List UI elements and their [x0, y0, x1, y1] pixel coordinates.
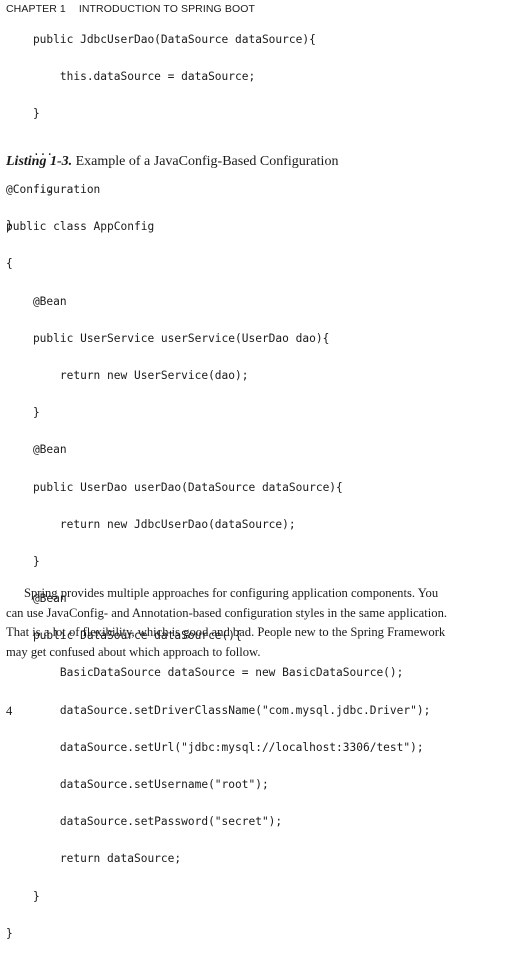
- code-line: @Bean: [6, 443, 67, 457]
- code-line: dataSource.setUsername("root");: [6, 778, 269, 791]
- code-line: public JdbcUserDao(DataSource dataSource…: [6, 33, 316, 46]
- code-line: BasicDataSource dataSource = new BasicDa…: [6, 666, 404, 680]
- code-line: this.dataSource = dataSource;: [6, 70, 256, 84]
- code-line: return dataSource;: [6, 852, 182, 866]
- code-line: ...: [6, 144, 54, 158]
- code-line: return new UserService(dao);: [6, 368, 249, 382]
- code-line: @Configuration: [6, 183, 101, 196]
- code-line: }: [6, 107, 40, 121]
- code-block-continuation: public JdbcUserDao(DataSource dataSource…: [6, 31, 316, 254]
- code-line: public DataSource dataSource(){: [6, 629, 242, 643]
- chapter-title: INTRODUCTION TO SPRING BOOT: [78, 3, 255, 15]
- paragraph-line: Spring provides multiple approaches for …: [24, 586, 439, 600]
- page-number: 4: [6, 704, 13, 718]
- code-line: public UserService userService(UserDao d…: [6, 331, 330, 345]
- code-block-listing: @Configuration public class AppConfig { …: [6, 181, 430, 962]
- paragraph-line: can use JavaConfig- and Annotation-based…: [6, 605, 448, 620]
- listing-caption: Listing 1-3. Example of a JavaConfig-Bas…: [6, 154, 338, 170]
- listing-number: Listing 1-3.: [6, 154, 73, 169]
- code-line: }: [6, 889, 40, 903]
- code-line: }: [6, 926, 13, 940]
- code-line: dataSource.setPassword("secret");: [6, 815, 283, 829]
- code-line: return new JdbcUserDao(dataSource);: [6, 517, 296, 531]
- listing-title: Example of a JavaConfig-Based Configurat…: [75, 154, 339, 169]
- code-line: }: [6, 218, 13, 232]
- paragraph-line: may get confused about which approach to…: [6, 644, 261, 659]
- body-paragraph: Spring provides multiple approaches for …: [6, 584, 498, 662]
- code-line: public class AppConfig: [6, 220, 155, 234]
- code-line: }: [6, 554, 40, 568]
- paragraph-line: That is a lot of flexibility, which is g…: [6, 625, 446, 640]
- code-line: public UserDao userDao(DataSource dataSo…: [6, 480, 343, 494]
- code-line: dataSource.setUrl("jdbc:mysql://localhos…: [6, 740, 424, 754]
- code-line: @Bean: [6, 592, 67, 606]
- running-header: CHAPTER 1 INTRODUCTION TO SPRING BOOT: [6, 3, 255, 15]
- code-line: @Bean: [6, 294, 67, 308]
- code-line: }: [6, 406, 40, 420]
- code-line: {: [6, 257, 13, 271]
- code-line: ...: [6, 181, 54, 195]
- code-line: dataSource.setDriverClassName("com.mysql…: [6, 703, 431, 717]
- chapter-label: CHAPTER 1: [6, 3, 66, 15]
